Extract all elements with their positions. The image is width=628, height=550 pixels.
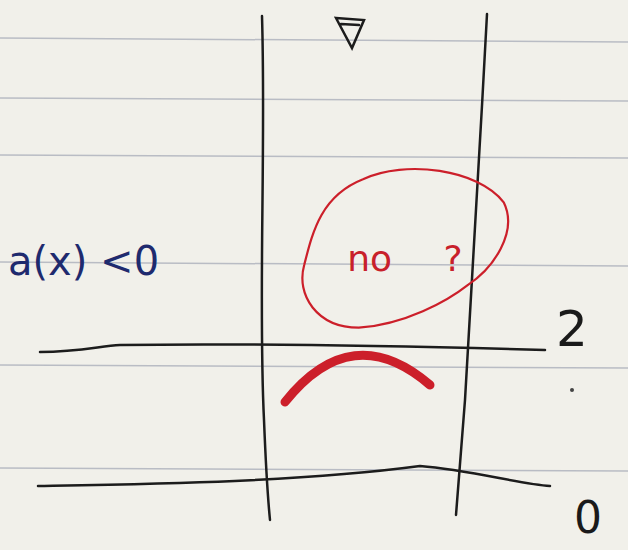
level-number: 2 bbox=[556, 300, 588, 358]
level-number: 0 bbox=[574, 492, 602, 543]
left-boundary bbox=[262, 16, 270, 520]
condition-label: a(x) <0 bbox=[8, 238, 159, 284]
ruled-lines bbox=[0, 38, 628, 471]
red-arc bbox=[285, 355, 430, 402]
level-line bbox=[40, 344, 545, 352]
question-text: no ? bbox=[347, 238, 462, 279]
dot bbox=[570, 388, 574, 392]
water-table-symbol bbox=[336, 18, 364, 48]
base-line bbox=[38, 466, 550, 486]
question-blob: no ? bbox=[300, 166, 510, 331]
